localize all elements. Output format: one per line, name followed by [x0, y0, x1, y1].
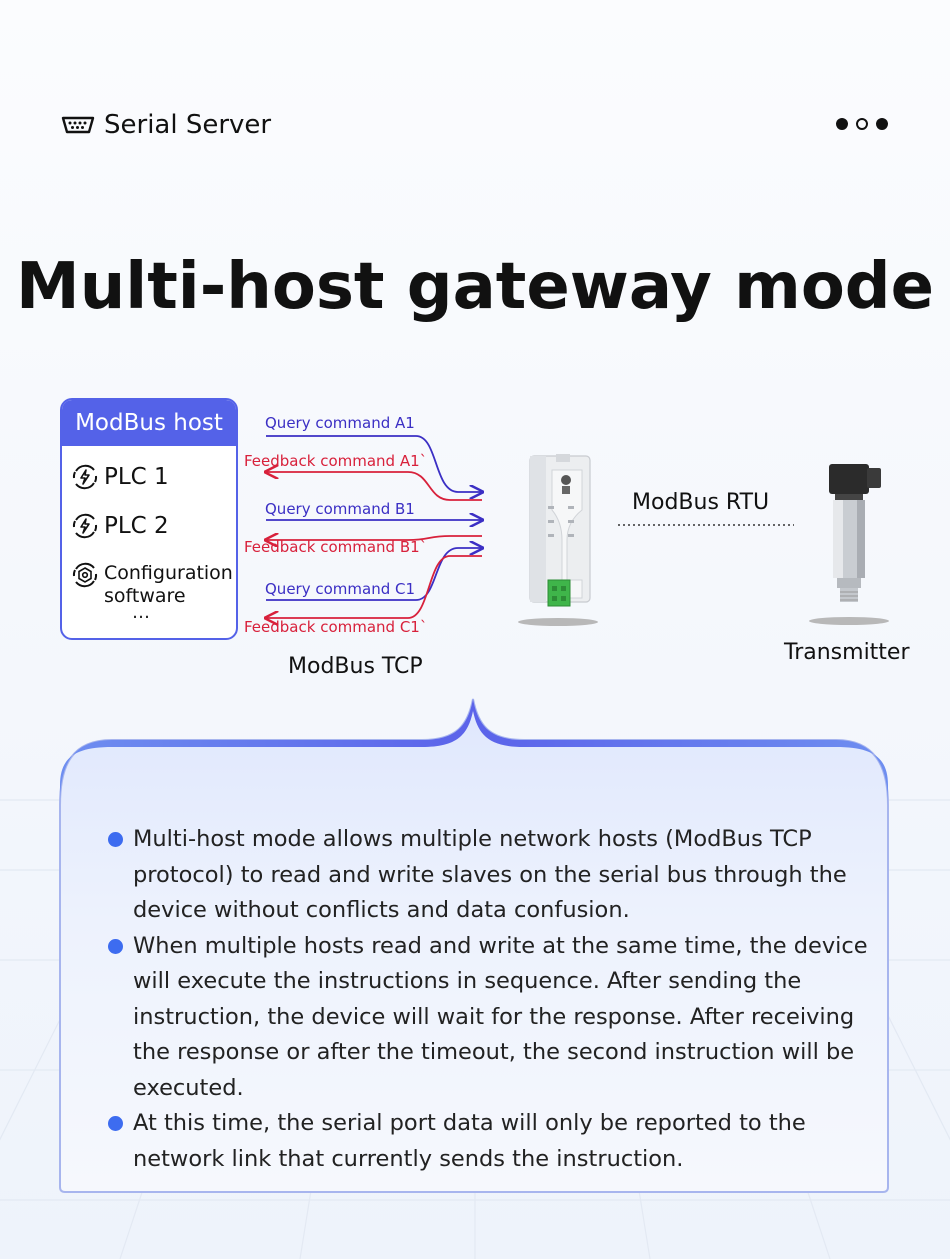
page-title: Multi-host gateway mode: [16, 250, 934, 324]
feedback-line-c: [266, 555, 482, 618]
modbus-tcp-label: ModBus TCP: [288, 654, 423, 679]
bullet-dot: [108, 938, 123, 954]
host-item-software: Configuration software: [70, 562, 236, 608]
host-item-plc1: PLC 1: [70, 462, 169, 492]
rtu-dotted-line: [618, 524, 794, 526]
feedback-command-a: Feedback command A1`: [244, 452, 428, 470]
bullet-text: At this time, the serial port data will …: [133, 1110, 806, 1172]
query-line-a: [266, 435, 482, 492]
info-card-frame: [59, 698, 889, 1193]
header: Serial Server: [60, 108, 271, 142]
dot-2: [856, 118, 868, 130]
list-item: When multiple hosts read and write at th…: [108, 929, 878, 1107]
host-item-label: Configuration software: [104, 562, 233, 607]
list-item: At this time, the serial port data will …: [108, 1106, 878, 1177]
software-icon: [72, 562, 98, 588]
pagination-dots: [836, 118, 888, 130]
feedback-command-b: Feedback command B1`: [244, 538, 428, 556]
header-title: Serial Server: [104, 110, 272, 140]
feedback-line-a: [266, 472, 482, 501]
query-line-c: [266, 548, 482, 601]
query-command-a: Query command A1: [265, 414, 415, 432]
plc-icon: [72, 464, 98, 490]
host-ellipsis: …: [132, 602, 150, 623]
serial-port-icon: [61, 116, 95, 134]
plc-icon: [72, 513, 98, 539]
transmitter-label: Transmitter: [784, 640, 910, 665]
list-item: Multi-host mode allows multiple network …: [108, 822, 878, 929]
query-command-c: Query command C1: [265, 580, 416, 598]
host-item-label: PLC 1: [104, 464, 169, 490]
dot-1: [836, 118, 848, 130]
info-card-text: Multi-host mode allows multiple network …: [108, 822, 878, 1177]
feedback-command-c: Feedback command C1`: [244, 618, 428, 636]
connection-lines: [238, 435, 488, 630]
modbus-host-box: ModBus host PLC 1 PLC 2 Configu: [60, 398, 238, 640]
modbus-rtu-label: ModBus RTU: [632, 490, 770, 515]
bullet-text: When multiple hosts read and write at th…: [133, 932, 868, 1101]
bullet-dot: [108, 832, 123, 847]
host-item-plc2: PLC 2: [70, 511, 169, 541]
host-box-title: ModBus host: [62, 400, 236, 446]
transmitter-device-icon: [809, 464, 889, 625]
serial-server-device-icon: [518, 454, 598, 626]
feedback-line-b: [266, 536, 482, 540]
bullet-dot: [108, 1116, 123, 1131]
bullet-text: Multi-host mode allows multiple network …: [133, 826, 847, 923]
dot-3: [876, 118, 888, 130]
query-command-b: Query command B1: [265, 500, 415, 518]
host-item-label: PLC 2: [104, 513, 169, 539]
